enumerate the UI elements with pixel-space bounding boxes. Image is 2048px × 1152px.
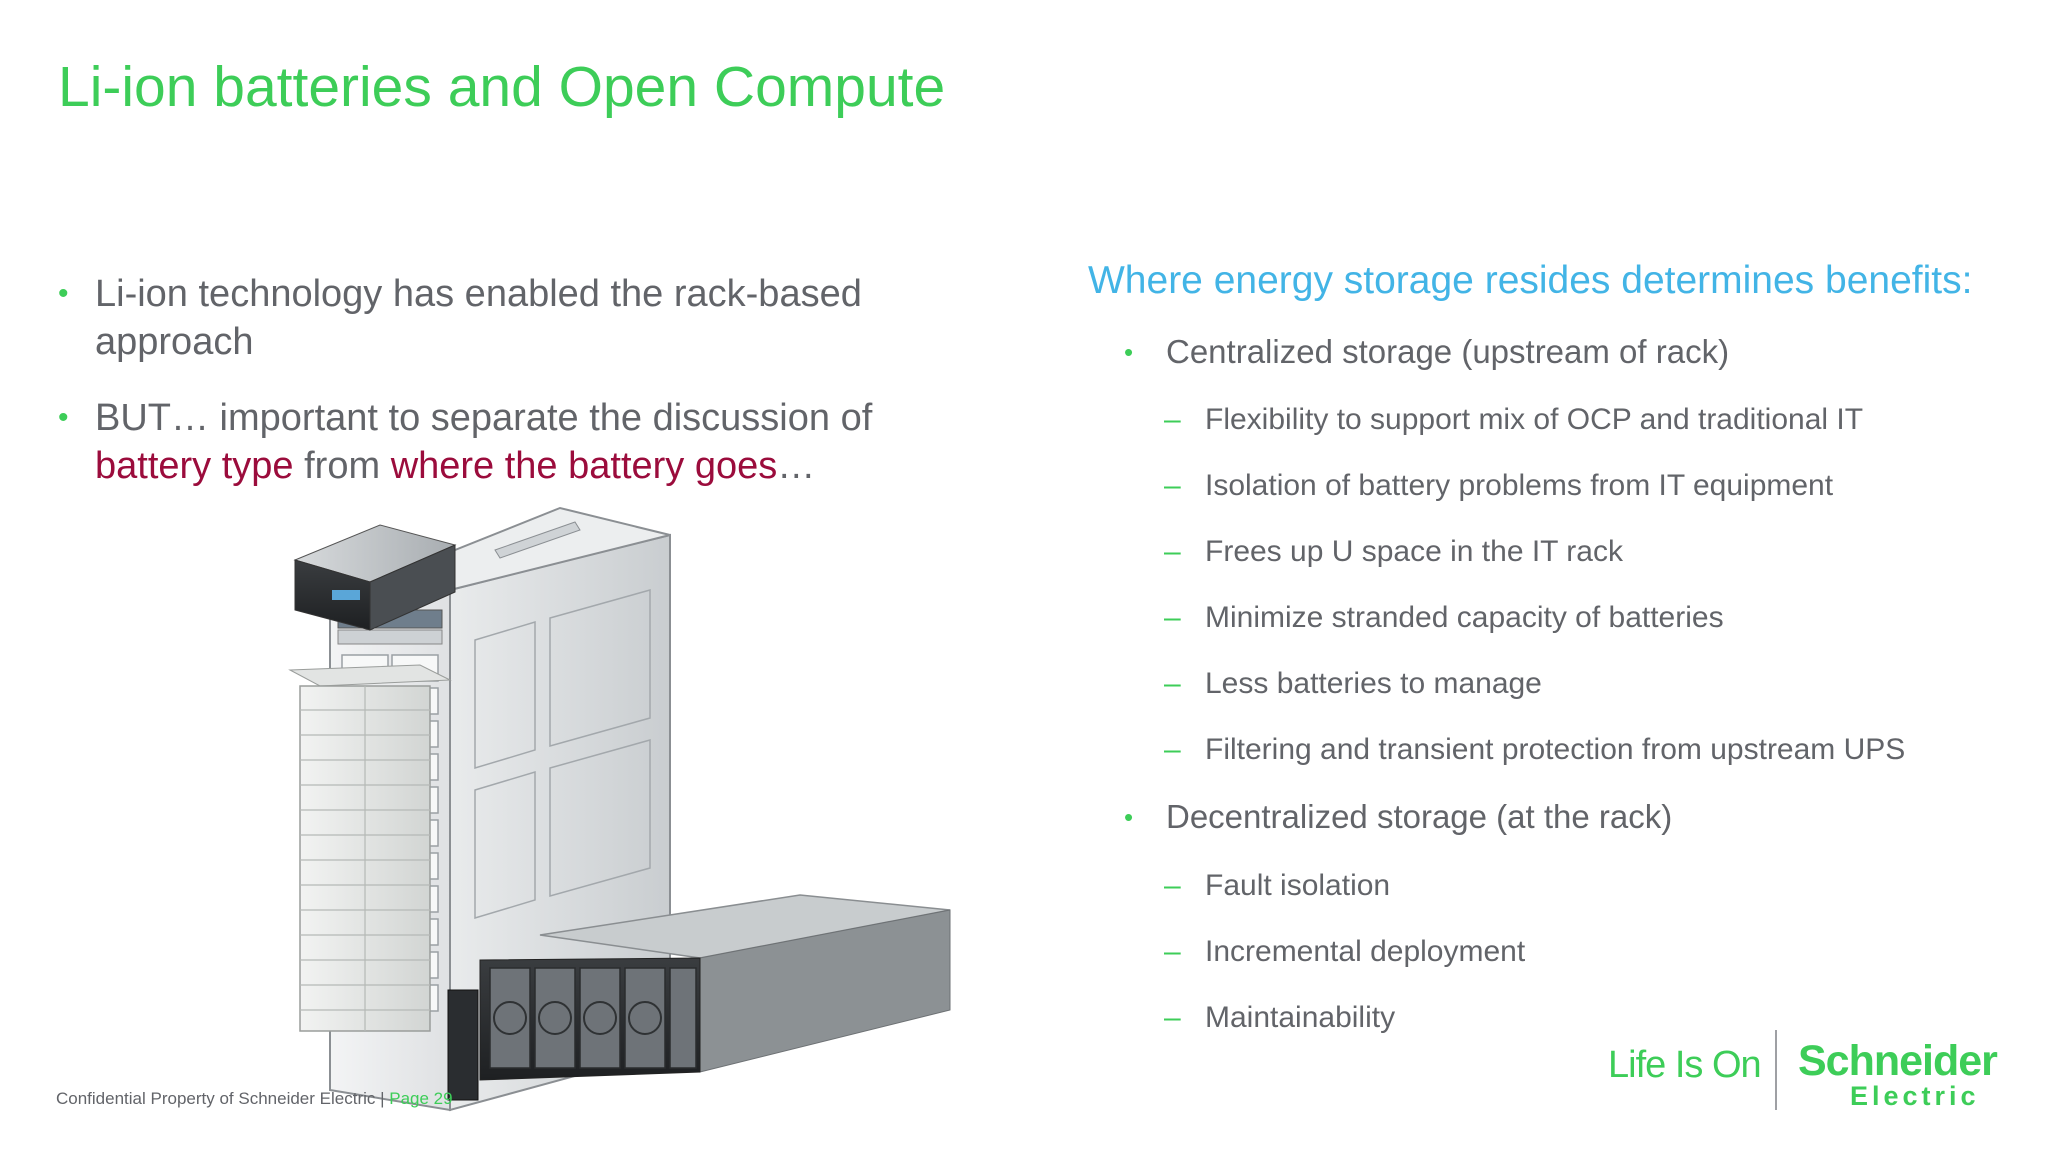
left-bullet-2: • BUT… important to separate the discuss…: [58, 394, 938, 490]
footer: Confidential Property of Schneider Elect…: [56, 1089, 453, 1109]
power-shelf-unit: [447, 894, 951, 1101]
logo-divider: [1775, 1030, 1777, 1110]
brand-name-top: Schneider: [1798, 1037, 1998, 1085]
right-bullet-decentralized: • Decentralized storage (at the rack): [1124, 796, 1672, 838]
dash-icon: –: [1164, 1001, 1181, 1034]
rack-ups-unit: [293, 524, 457, 631]
benefits-heading: Where energy storage resides determines …: [1088, 259, 1973, 302]
sub-item: –Incremental deployment: [1164, 932, 1525, 972]
left-bullet-2-line1: BUT… important to separate the discussio…: [95, 397, 873, 439]
left-bullet-1-line2: approach: [95, 321, 254, 363]
sub-item: –Isolation of battery problems from IT e…: [1164, 466, 1833, 506]
bullet-icon: •: [1124, 337, 1134, 367]
sub-item-text: Minimize stranded capacity of batteries: [1205, 601, 1724, 634]
sub-item: –Frees up U space in the IT rack: [1164, 532, 1623, 572]
right-bullet-label: Centralized storage (upstream of rack): [1166, 333, 1730, 370]
life-is-on-logo: Life Is On: [1608, 1044, 1762, 1086]
sub-item-text: Incremental deployment: [1205, 935, 1526, 968]
right-bullet-centralized: • Centralized storage (upstream of rack): [1124, 331, 1729, 373]
emphasis-battery-type: battery type: [95, 445, 294, 487]
sub-item-text: Maintainability: [1205, 1001, 1396, 1034]
sub-item-text: Less batteries to manage: [1205, 667, 1542, 700]
sub-item-text: Filtering and transient protection from …: [1205, 733, 1906, 766]
emphasis-where-battery-goes: where the battery goes: [390, 445, 778, 487]
dash-icon: –: [1164, 403, 1181, 436]
slide-title: Li-ion batteries and Open Compute: [58, 55, 946, 119]
sub-item-text: Frees up U space in the IT rack: [1205, 535, 1623, 568]
dash-icon: –: [1164, 935, 1181, 968]
left-bullet-1: • Li-ion technology has enabled the rack…: [58, 270, 938, 366]
page-number: Page 29: [389, 1089, 453, 1108]
dash-icon: –: [1164, 469, 1181, 502]
bullet-icon: •: [58, 401, 69, 434]
sub-item: –Flexibility to support mix of OCP and t…: [1164, 400, 1863, 440]
schneider-electric-logo: Schneider Electric: [1798, 1037, 1998, 1111]
battery-module-stack: [288, 664, 452, 1032]
left-bullet-1-line1: Li-ion technology has enabled the rack-b…: [95, 273, 862, 315]
sub-item: –Minimize stranded capacity of batteries: [1164, 598, 1724, 638]
footer-text: Confidential Property of Schneider Elect…: [56, 1089, 390, 1108]
sub-item: –Less batteries to manage: [1164, 664, 1542, 704]
battery-rack-illustration: [288, 506, 951, 1112]
left-bullet-2-mid: from: [293, 445, 391, 487]
bullet-icon: •: [58, 277, 69, 310]
dash-icon: –: [1164, 667, 1181, 700]
sub-item: –Fault isolation: [1164, 866, 1390, 906]
sub-item: –Filtering and transient protection from…: [1164, 730, 1905, 770]
dash-icon: –: [1164, 869, 1181, 902]
dash-icon: –: [1164, 733, 1181, 766]
bullet-icon: •: [1124, 802, 1134, 832]
sub-item: –Maintainability: [1164, 998, 1395, 1038]
right-bullet-label: Decentralized storage (at the rack): [1166, 798, 1673, 835]
brand-name-bottom: Electric: [1850, 1081, 1980, 1111]
left-bullet-2-line2: battery type from where the battery goes…: [95, 442, 938, 490]
dash-icon: –: [1164, 535, 1181, 568]
left-bullet-2-end: …: [777, 445, 816, 487]
sub-item-text: Fault isolation: [1205, 869, 1391, 902]
sub-item-text: Flexibility to support mix of OCP and tr…: [1205, 403, 1864, 436]
sub-item-text: Isolation of battery problems from IT eq…: [1205, 469, 1834, 502]
dash-icon: –: [1164, 601, 1181, 634]
